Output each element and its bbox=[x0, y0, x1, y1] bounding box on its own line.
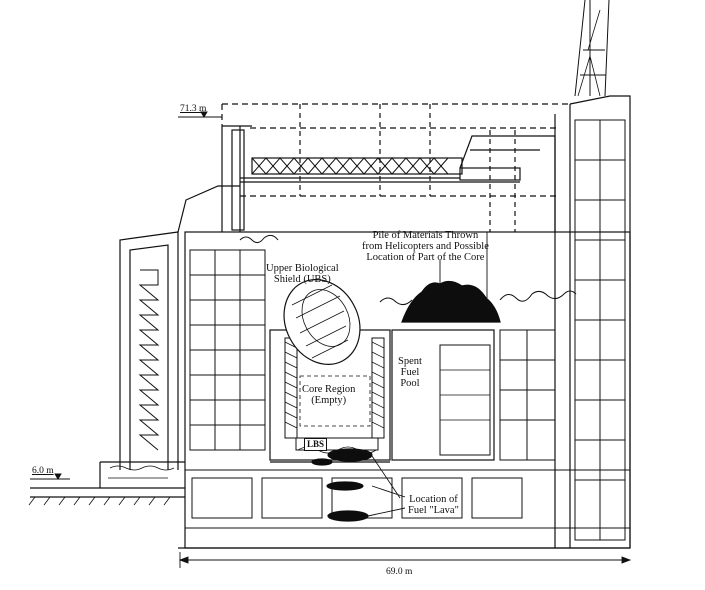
elevation-ground-label: 6.0 m bbox=[32, 466, 54, 476]
dimension-width bbox=[178, 552, 632, 568]
rubble-ground-left bbox=[108, 465, 175, 479]
left-annex bbox=[99, 185, 240, 488]
ubs-label: Upper Biological Shield (UBS) bbox=[266, 263, 339, 285]
lbs-plate bbox=[295, 437, 379, 451]
upper-biological-shield bbox=[283, 279, 361, 365]
lava-label-line2: Fuel "Lava" bbox=[408, 505, 459, 516]
elevation-markers bbox=[30, 111, 222, 480]
spent-fuel-pool-label: Spent Fuel Pool bbox=[398, 356, 422, 389]
spent-fuel-pool bbox=[391, 329, 495, 461]
core-label-line1: Core Region bbox=[302, 384, 356, 395]
pool-label-line2: Fuel bbox=[400, 367, 420, 378]
ubs-label-line2: Shield (UBS) bbox=[273, 274, 331, 285]
ubs-label-line1: Upper Biological bbox=[266, 263, 339, 274]
lbs-label: LBS bbox=[304, 438, 328, 451]
pile-label-line3: Location of Part of the Core bbox=[366, 252, 485, 263]
right-building bbox=[459, 0, 631, 548]
lava-leader-lines bbox=[367, 455, 406, 517]
pile-label: Pile of Materials Thrown from Helicopter… bbox=[362, 230, 489, 263]
pool-label-line3: Pool bbox=[400, 378, 420, 389]
lava-label: Location of Fuel "Lava" bbox=[408, 494, 459, 516]
core-region-label: Core Region (Empty) bbox=[302, 384, 355, 406]
width-dimension-label: 69.0 m bbox=[386, 567, 413, 577]
fuel-lava bbox=[311, 448, 373, 522]
material-pile bbox=[401, 280, 501, 323]
pool-label-line1: Spent bbox=[398, 356, 422, 367]
left-room-grid bbox=[189, 249, 266, 451]
right-room-grid bbox=[499, 119, 626, 541]
pile-label-line1: Pile of Materials Thrown bbox=[372, 230, 479, 241]
debris-line bbox=[239, 234, 577, 306]
core-label-line2: (Empty) bbox=[311, 395, 347, 406]
left-annex-stairs bbox=[138, 269, 160, 451]
lava-label-line1: Location of bbox=[409, 494, 458, 505]
elevation-top-label: 71.3 m bbox=[180, 104, 207, 114]
pile-label-line2: from Helicopters and Possible bbox=[362, 241, 489, 252]
crane-truss bbox=[240, 157, 521, 183]
